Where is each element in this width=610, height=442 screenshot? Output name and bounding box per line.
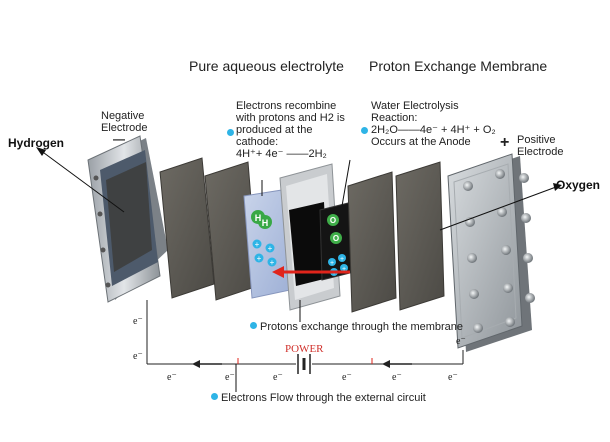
proton-8: + <box>342 266 346 273</box>
proton-exchange-arrow <box>272 266 350 278</box>
positive-end-plate <box>447 153 535 352</box>
oxygen-label: Oxygen <box>556 178 601 192</box>
hydrogen-label: Hydrogen <box>8 136 65 150</box>
electron-flow-callout: Electrons Flow through the external circ… <box>211 392 426 404</box>
electron-symbol: e⁻ <box>456 336 466 347</box>
proton-exchange-callout: Protons exchange through the membrane <box>250 321 463 333</box>
anode-note: Water Electrolysis Reaction: 2H₂O——4e⁻ +… <box>371 100 496 148</box>
right-diffusion-plate-1 <box>347 171 397 313</box>
proton-callout-text: Protons exchange through the membrane <box>260 321 464 333</box>
proton-6: + <box>340 256 344 263</box>
positive-sign: + <box>500 134 510 151</box>
circuit-arrow-right <box>382 360 412 368</box>
anode-protons: + + + + <box>328 254 348 277</box>
negative-sign: — <box>113 132 125 146</box>
proton-5: + <box>330 260 334 267</box>
positive-electrode-label: Positive Electrode <box>517 134 563 158</box>
positive-label-line-2: Electrode <box>517 146 564 158</box>
electron-symbol: e⁻ <box>133 351 143 362</box>
anode-note-tail: Occurs at the Anode <box>371 136 471 148</box>
oxygen-atoms: O O <box>327 214 342 244</box>
electron-symbol: e⁻ <box>392 372 402 383</box>
o-atom-2: O <box>333 234 339 243</box>
h-atom-1: H <box>255 213 262 223</box>
proton-3: + <box>257 254 262 263</box>
left-diffusion-plate-1 <box>159 157 215 299</box>
cathode-note-line-2: with protons and H2 is <box>236 112 345 124</box>
electrolyte-heading: Pure aqueous electrolyte <box>189 58 344 74</box>
negative-label-line-1: Negative <box>101 110 145 122</box>
anode-note-bullet <box>361 127 368 134</box>
cathode-protons: + + + + <box>252 239 277 267</box>
electron-callout-text: Electrons Flow through the external circ… <box>221 392 426 404</box>
electron-symbol: e⁻ <box>167 372 177 383</box>
anode-equation: 2H₂O——4e⁻ + 4H⁺ + O₂ <box>371 124 496 136</box>
negative-end-plate <box>87 135 168 303</box>
cathode-note-line-3: produced at the <box>236 124 313 136</box>
cathode-note: Electrons recombine with protons and H2 … <box>236 100 345 160</box>
anode-note-line-1: Water Electrolysis <box>371 100 459 112</box>
h-atom-2: H <box>262 218 269 228</box>
positive-label-line-1: Positive <box>517 134 556 146</box>
oxygen-pointer <box>439 183 562 231</box>
hydrogen-molecule: H H <box>251 210 272 229</box>
proton-1: + <box>255 240 260 249</box>
hydrogen-pointer <box>36 147 125 213</box>
power-source <box>297 354 311 374</box>
negative-electrode-label: Negative Electrode <box>101 110 147 134</box>
circuit-arrow-left <box>192 360 222 368</box>
membrane-heading: Proton Exchange Membrane <box>369 58 548 74</box>
bolt-group <box>463 169 535 333</box>
proton-4: + <box>270 258 275 267</box>
electron-callout-bullet <box>211 393 218 400</box>
power-label: POWER <box>285 343 324 355</box>
cathode-note-line-1: Electrons recombine <box>236 100 337 112</box>
anode-note-line-2: Reaction: <box>371 112 418 124</box>
o-atom-1: O <box>330 216 336 225</box>
electron-symbol: e⁻ <box>273 372 283 383</box>
electron-symbol: e⁻ <box>133 316 143 327</box>
right-diffusion-plate-2 <box>395 161 445 311</box>
proton-callout-bullet <box>250 322 257 329</box>
proton-2: + <box>268 244 273 253</box>
cathode-note-bullet <box>227 129 234 136</box>
negative-label-line-2: Electrode <box>101 122 148 134</box>
electron-symbol: e⁻ <box>448 372 458 383</box>
anode-note-leader <box>341 159 351 207</box>
electron-symbol: e⁻ <box>225 372 235 383</box>
cathode-equation: 4H⁺+ 4e⁻ ——2H₂ <box>236 148 327 160</box>
electron-symbol: e⁻ <box>342 372 352 383</box>
cathode-note-line-4: cathode: <box>236 136 279 148</box>
